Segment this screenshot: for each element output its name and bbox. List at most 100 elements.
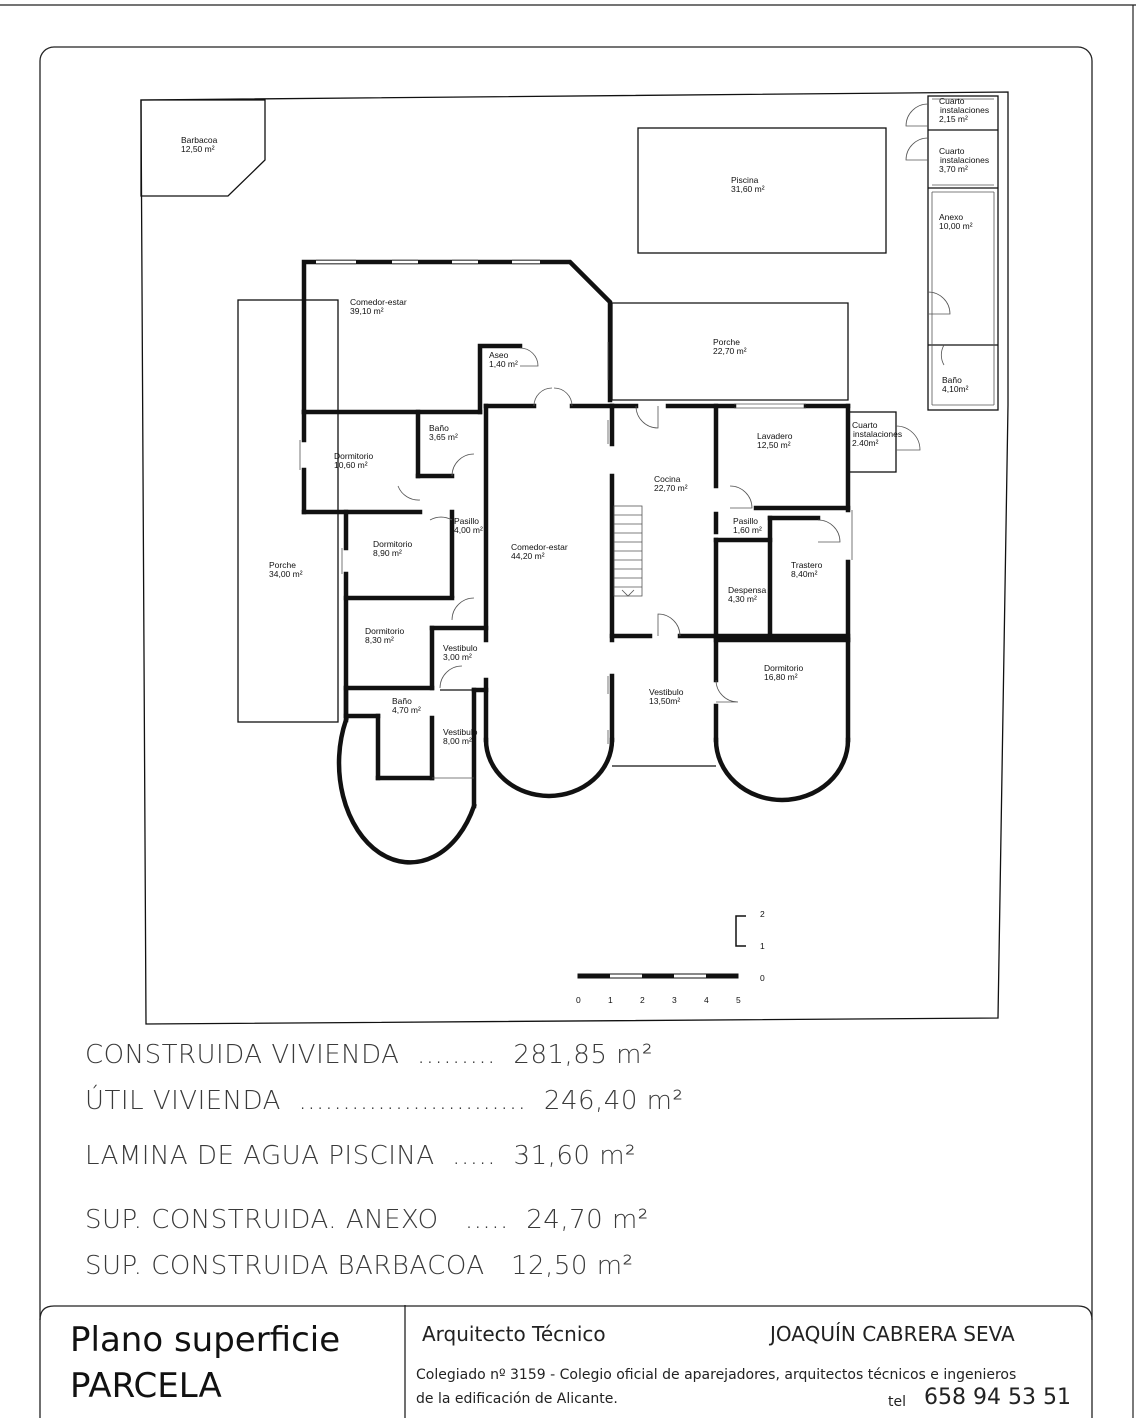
pool-outline (637, 127, 887, 254)
scale-tick-label: 4 (704, 995, 709, 1005)
room-lavadero-name: Lavadero (757, 431, 793, 441)
room-cuarto2-name2: instalaciones (940, 155, 989, 165)
room-bano2-name: Baño (392, 696, 412, 706)
scale-tick-label: 5 (736, 995, 741, 1005)
room-vest2-name: Vestibulo (649, 687, 684, 697)
room-cocina-area: 22,70 m² (654, 483, 688, 493)
room-barbacoa-name: Barbacoa (181, 135, 218, 145)
tel-label: tel (888, 1394, 906, 1410)
room-cuarto3-name2: instalaciones (853, 429, 902, 439)
room-cuarto2-name: Cuarto (939, 146, 965, 156)
room-dorm1-area: 10,60 m² (334, 460, 368, 470)
room-pasillo1-area: 4,00 m² (454, 525, 483, 535)
scale-tick-label: 1 (608, 995, 613, 1005)
room-pasillo2-area: 1,60 m² (733, 525, 762, 535)
annex-block (905, 95, 999, 411)
plot-boundary (140, 91, 1009, 1025)
room-bano2-area: 4,70 m² (392, 705, 421, 715)
plan-title: Plano superficie (70, 1320, 341, 1360)
summary-built-house: CONSTRUIDA VIVIENDA ......... 281,85 m² (85, 1040, 653, 1070)
room-cuarto3-area: 2.40m² (852, 438, 879, 448)
vertical-scale-bar (735, 915, 746, 947)
scale-tick-label: 2 (640, 995, 645, 1005)
room-vest3-area: 8,00 m² (443, 736, 472, 746)
summary-pool-water: LAMINA DE AGUA PISCINA ..... 31,60 m² (85, 1141, 636, 1171)
room-despensa-name: Despensa (728, 585, 767, 595)
room-anexo-area: 10,00 m² (939, 221, 973, 231)
room-lavadero-area: 12,50 m² (757, 440, 791, 450)
room-piscina-area: 31,60 m² (731, 184, 765, 194)
room-vest1-area: 3,00 m² (443, 652, 472, 662)
vscale-tick-label: 0 (760, 973, 765, 983)
sheet-border (39, 46, 1093, 1418)
author-name: JOAQUÍN CABRERA SEVA (770, 1322, 1015, 1346)
room-anexo-name: Anexo (939, 212, 963, 222)
room-pasillo1-name: Pasillo (454, 516, 479, 526)
room-vest2-area: 13,50m² (649, 696, 680, 706)
room-pasillo2-name: Pasillo (733, 516, 758, 526)
vscale-tick-label: 1 (760, 941, 765, 951)
room-vest3-name: Vestibulo (443, 727, 478, 737)
summary-annex: SUP. CONSTRUIDA. ANEXO ..... 24,70 m² (85, 1205, 649, 1235)
room-porche_top-area: 22,70 m² (713, 346, 747, 356)
summary-useful-house: ÚTIL VIVIENDA ..........................… (85, 1086, 684, 1116)
room-trastero-name: Trastero (791, 560, 823, 570)
room-comedor2-area: 44,20 m² (511, 551, 545, 561)
author-role: Arquitecto Técnico (422, 1322, 606, 1346)
college-line-2: de la edificación de Alicante. (416, 1391, 618, 1407)
room-aseo-area: 1,40 m² (489, 359, 518, 369)
room-vest1-name: Vestibulo (443, 643, 478, 653)
room-dorm4-name: Dormitorio (764, 663, 803, 673)
room-bano_anexo-name: Baño (942, 375, 962, 385)
plan-subtitle: PARCELA (70, 1366, 222, 1406)
room-dorm3-name: Dormitorio (365, 626, 404, 636)
room-comedor1-area: 39,10 m² (350, 306, 384, 316)
college-line-1: Colegiado nº 3159 - Colegio oficial de a… (416, 1367, 1017, 1383)
room-cuarto1-name2: instalaciones (940, 105, 989, 115)
scale-tick-label: 0 (576, 995, 581, 1005)
room-despensa-area: 4,30 m² (728, 594, 757, 604)
room-cuarto3-name: Cuarto (852, 420, 878, 430)
room-barbacoa-area: 12,50 m² (181, 144, 215, 154)
room-porche_left-area: 34,00 m² (269, 569, 303, 579)
room-bano_anexo-area: 4,10m² (942, 384, 969, 394)
room-cuarto2-area: 3,70 m² (939, 164, 968, 174)
house-walls (299, 259, 853, 865)
room-bano1-name: Baño (429, 423, 449, 433)
summary-barbacoa: SUP. CONSTRUIDA BARBACOA 12,50 m² (85, 1251, 634, 1281)
room-dorm1-name: Dormitorio (334, 451, 373, 461)
room-aseo-name: Aseo (489, 350, 509, 360)
room-dorm3-area: 8,30 m² (365, 635, 394, 645)
room-dorm2-area: 8,90 m² (373, 548, 402, 558)
room-bano1-area: 3,65 m² (429, 432, 458, 442)
room-dorm4-area: 16,80 m² (764, 672, 798, 682)
room-dorm2-name: Dormitorio (373, 539, 412, 549)
room-cuarto1-name: Cuarto (939, 96, 965, 106)
room-cuarto1-area: 2,15 m² (939, 114, 968, 124)
